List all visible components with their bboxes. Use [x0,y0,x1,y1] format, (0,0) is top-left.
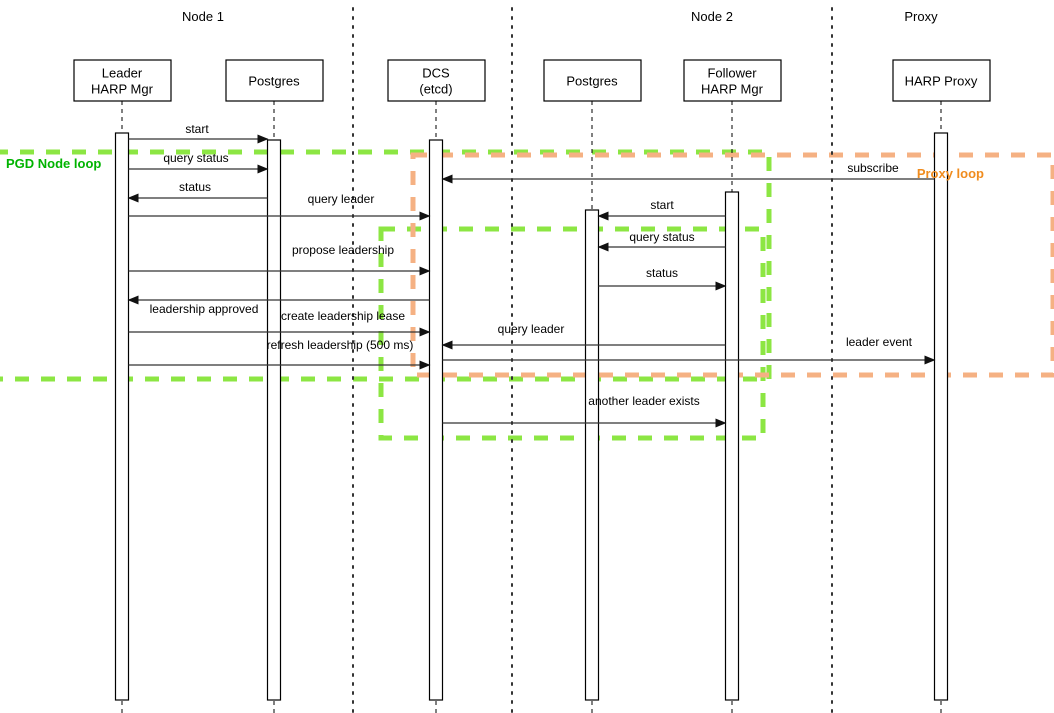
msg-refresh-leadership: refresh leadership (500 ms) [128,338,431,370]
pgd-node-loop-box-1 [0,149,772,382]
message-label: propose leadership [292,243,394,257]
participant-box [892,59,991,102]
participant-label: Follower [707,66,757,81]
msg-propose-leadership: propose leadership [128,243,431,276]
message-label: create leadership lease [281,309,405,323]
activation-bar-node2-postgres [584,209,600,701]
msg-status-2: status [598,266,727,291]
message-label: start [185,122,209,136]
group-label-pgd-node-loop-region-1: PGD Node loop [6,156,101,171]
message-label: leadership approved [150,302,259,316]
msg-leadership-approved: leadership approved [127,295,430,316]
participant-harp-proxy[interactable]: HARP Proxy [892,59,991,102]
participant-label: HARP Mgr [91,82,154,97]
column-group-label-node-1: Node 1 [182,9,224,24]
message-label: leader event [846,335,913,349]
participant-box [225,59,324,102]
msg-create-leadership-lease: create leadership lease [128,309,431,337]
column-group-headers: Node 1 Node 2 Proxy [182,9,938,24]
msg-query-leader-2: query leader [441,322,726,350]
message-label: query status [163,151,228,165]
participant-label: Postgres [566,74,618,89]
activation-bar-harp-proxy [933,132,949,701]
participant-label: HARP Proxy [905,74,978,89]
activation-bar-follower-harp-mgr [724,191,740,701]
msg-start-1: start [128,122,269,144]
participant-node2-postgres[interactable]: Postgres [543,59,642,102]
msg-query-leader-1: query leader [128,192,431,221]
messages: start subscribe query status status query le… [127,122,936,428]
msg-query-status-1: query status [128,151,269,174]
lifelines [121,101,942,713]
message-label: query leader [498,322,565,336]
participant-label: Leader [102,66,143,81]
participant-box [543,59,642,102]
message-label: start [650,198,674,212]
pgd-node-loop-regions [0,149,772,441]
column-group-label-node-2: Node 2 [691,9,733,24]
msg-leader-event: leader event [442,335,936,365]
message-label: subscribe [847,161,899,175]
participant-box [73,59,172,102]
message-label: status [179,180,211,194]
msg-start-2: start [597,198,726,221]
message-label: status [646,266,678,280]
participant-label: Postgres [248,74,300,89]
participant-label: DCS [422,66,450,81]
participant-node1-postgres[interactable]: Postgres [225,59,324,102]
participant-label: (etcd) [419,82,452,97]
column-group-label-proxy: Proxy [904,9,938,24]
activation-bar-node1-postgres [266,139,282,701]
msg-status-1: status [127,180,268,203]
activation-bar-leader-harp-mgr [114,132,130,701]
message-label: refresh leadership (500 ms) [267,338,414,352]
message-label: query status [629,230,694,244]
msg-another-leader-exists: another leader exists [442,394,727,428]
message-label: query leader [308,192,375,206]
activation-bar-dcs-etcd [428,139,444,701]
msg-query-status-2: query status [597,230,726,252]
participant-box [387,59,486,102]
activation-bars [114,132,949,701]
message-label: another leader exists [588,394,699,408]
pgd-node-loop-box-2 [378,226,766,441]
msg-subscribe: subscribe [441,161,935,184]
group-label-proxy-loop-region: Proxy loop [917,166,984,181]
participant-dcs-etcd[interactable]: DCS(etcd) [387,59,486,102]
participant-label: HARP Mgr [701,82,764,97]
participant-box [683,59,782,102]
